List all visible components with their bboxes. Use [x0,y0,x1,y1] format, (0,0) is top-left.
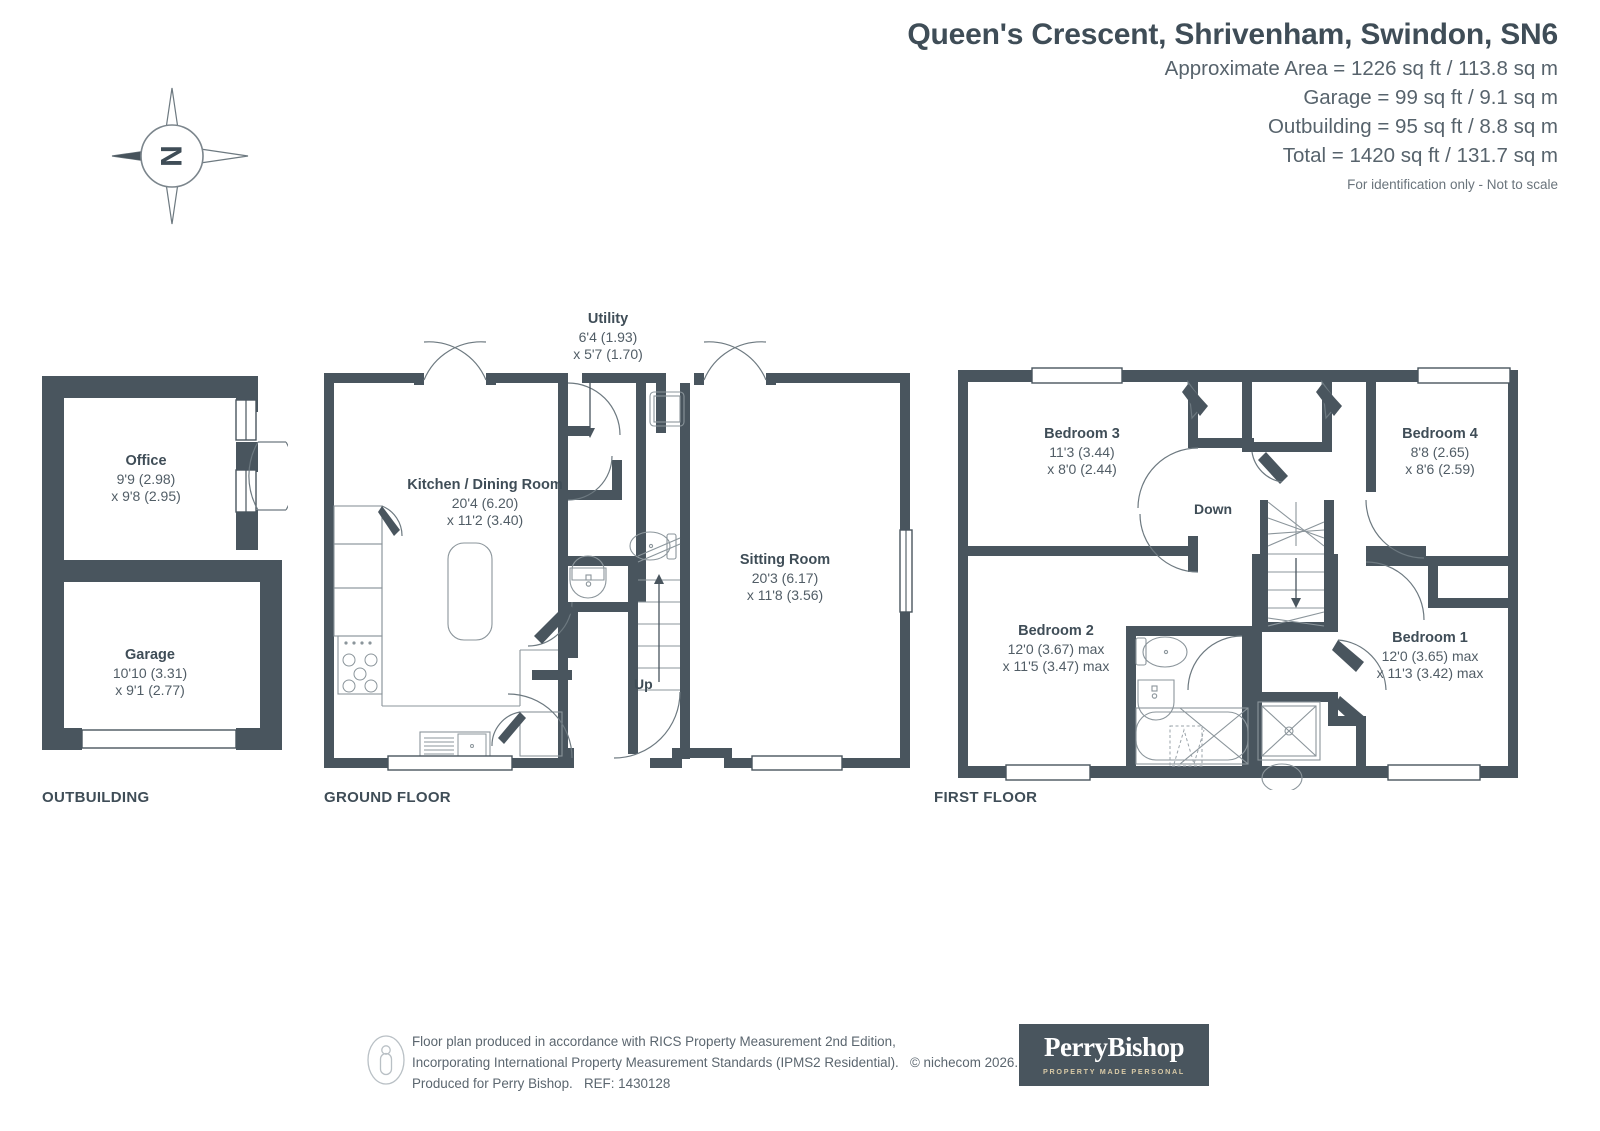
page-title: Queen's Crescent, Shrivenham, Swindon, S… [907,18,1558,51]
room-dim2-kitchen: x 11'2 (3.40) [446,512,524,529]
footer-line-2: Incorporating International Property Mea… [412,1054,899,1070]
room-dim1-bed4: 8'8 (2.65) [1410,443,1470,460]
room-name-utility: Utility [587,311,629,327]
room-name-garage: Garage [125,647,175,663]
room-name-bed2: Bedroom 2 [1018,623,1094,639]
footer-line-3-row: Produced for Perry Bishop. REF: 1430128 [412,1074,1018,1095]
room-dim1-office: 9'9 (2.98) [116,470,176,487]
room-label-bed1: Bedroom 1 12'0 (3.65) max x 11'3 (3.42) … [1330,629,1530,683]
footer-text-block: Floor plan produced in accordance with R… [412,1032,1018,1094]
room-dim2-office: x 9'8 (2.95) [111,488,181,505]
room-dim1-bed3: 11'3 (3.44) [1049,443,1115,460]
logo-tagline: PROPERTY MADE PERSONAL [1043,1067,1185,1076]
scale-disclaimer: For identification only - Not to scale [1347,177,1558,192]
room-label-kitchen: Kitchen / Dining Room 20'4 (6.20) x 11'2… [360,476,610,530]
room-dim1-utility: 6'4 (1.93) [578,328,638,345]
footer-line-1: Floor plan produced in accordance with R… [412,1034,896,1049]
room-label-sitting: Sitting Room 20'3 (6.17) x 11'8 (3.56) [702,551,868,605]
room-name-bed4: Bedroom 4 [1402,426,1478,442]
room-dim1-sitting: 20'3 (6.17) [751,569,819,586]
footer-reference: REF: 1430128 [583,1075,671,1091]
room-name-bed1: Bedroom 1 [1392,630,1468,646]
caption-ground-floor: GROUND FLOOR [324,789,451,806]
room-dim2-utility: x 5'7 (1.70) [573,346,643,363]
room-label-bed2: Bedroom 2 12'0 (3.67) max x 11'5 (3.47) … [956,622,1156,676]
room-label-utility: Utility 6'4 (1.93) x 5'7 (1.70) [528,310,688,364]
footer-line-2-row: Incorporating International Property Mea… [412,1053,1018,1074]
room-name-office: Office [125,453,167,469]
area-garage: Garage = 99 sq ft / 9.1 sq m [1303,86,1558,109]
first-floor-plan [958,367,1518,790]
room-name-sitting: Sitting Room [739,552,831,568]
ground-floor-plan [324,341,913,771]
room-dim1-kitchen: 20'4 (6.20) [451,494,519,511]
compass-north-label: N [156,145,189,167]
room-label-bed4: Bedroom 4 8'8 (2.65) x 8'6 (2.59) [1358,425,1522,479]
area-approx: Approximate Area = 1226 sq ft / 113.8 sq… [1164,57,1558,80]
caption-first-floor: FIRST FLOOR [934,789,1038,806]
stairs-down-label: Down [1194,501,1233,517]
room-dim2-bed2: x 11'5 (3.47) max [1002,658,1110,675]
room-dim1-bed2: 12'0 (3.67) max [1007,640,1105,657]
room-name-kitchen: Kitchen / Dining Room [407,477,563,493]
logo-name: PerryBishop [1044,1032,1185,1062]
compass-rose-icon: N [111,87,249,225]
room-dim1-garage: 10'10 (3.31) [112,664,188,681]
area-outbuilding: Outbuilding = 95 sq ft / 8.8 sq m [1267,115,1558,138]
room-label-office: Office 9'9 (2.98) x 9'8 (2.95) [66,452,226,506]
info-person-icon [367,1035,405,1085]
area-total: Total = 1420 sq ft / 131.7 sq m [1282,144,1558,167]
plan-header: Queen's Crescent, Shrivenham, Swindon, S… [907,18,1558,192]
perrybishop-logo[interactable]: PerryBishop PROPERTY MADE PERSONAL [1019,1024,1209,1086]
room-name-bed3: Bedroom 3 [1044,426,1120,442]
room-dim2-bed1: x 11'3 (3.42) max [1376,665,1484,682]
room-dim2-bed4: x 8'6 (2.59) [1405,461,1475,478]
outbuilding-plan [42,376,288,750]
stairs-up-label: Up [634,676,653,692]
plan-footer: Floor plan produced in accordance with R… [364,1016,1244,1102]
room-dim2-garage: x 9'1 (2.77) [115,682,185,699]
footer-copyright: © nichecom 2026. [909,1054,1019,1070]
caption-outbuilding: OUTBUILDING [42,789,150,806]
room-label-bed3: Bedroom 3 11'3 (3.44) x 8'0 (2.44) [1000,425,1164,479]
footer-line-3: Produced for Perry Bishop. [412,1075,573,1091]
room-dim1-bed1: 12'0 (3.65) max [1381,647,1479,664]
room-dim2-sitting: x 11'8 (3.56) [746,587,824,604]
room-dim2-bed3: x 8'0 (2.44) [1047,461,1117,478]
room-label-garage: Garage 10'10 (3.31) x 9'1 (2.77) [70,646,230,700]
